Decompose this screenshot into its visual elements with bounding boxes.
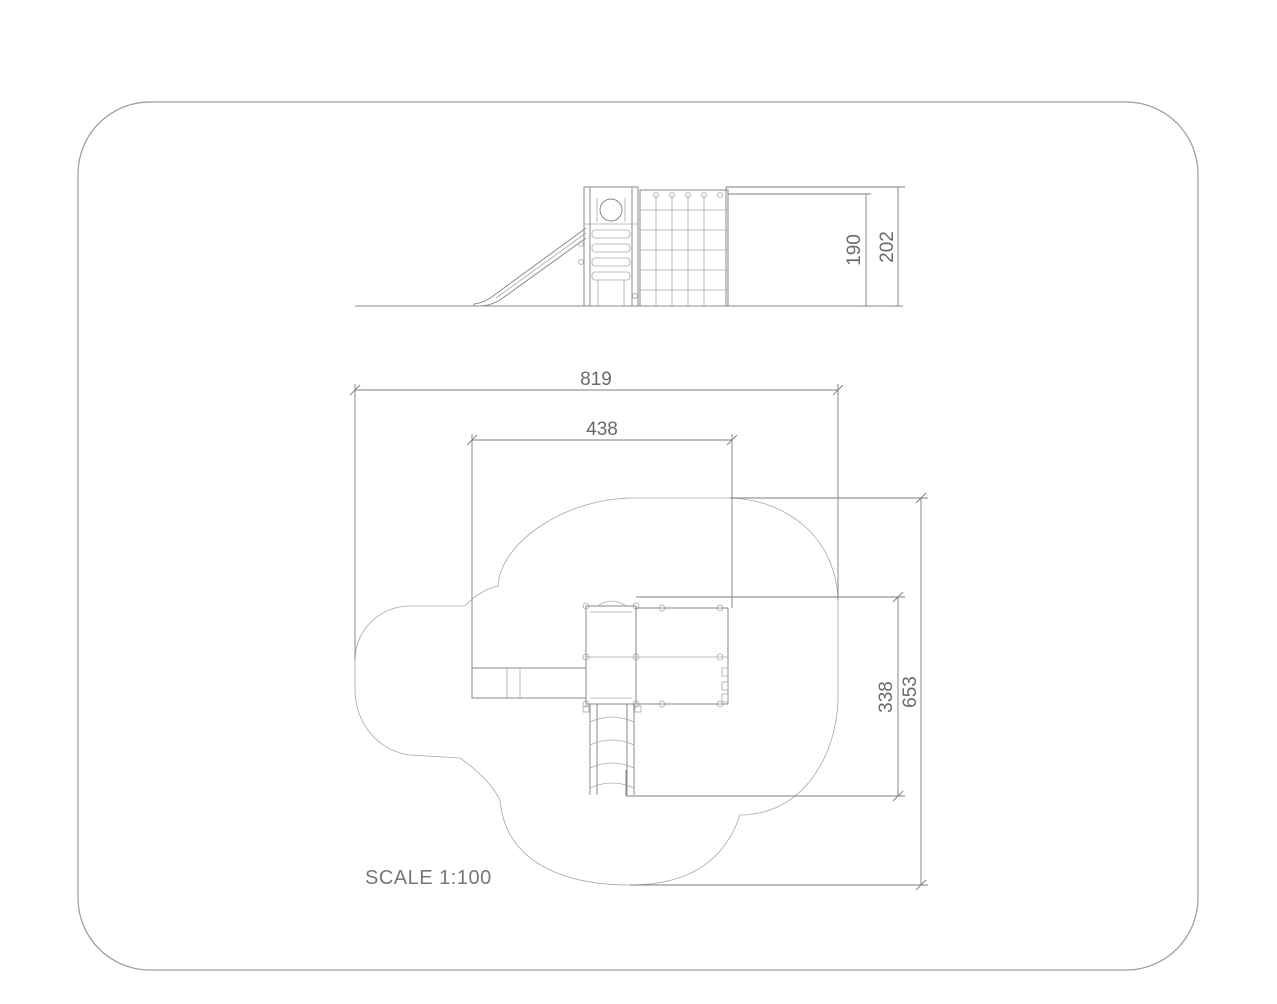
slide-elevation (473, 227, 587, 307)
structure-depth-label: 338 (876, 681, 897, 713)
scale-label: SCALE 1:100 (365, 867, 492, 889)
slide-plan (471, 667, 587, 699)
overall-width-label: 819 (580, 369, 612, 390)
drawing-frame (77, 101, 1199, 971)
overall-depth-label: 653 (900, 676, 921, 708)
overall-depth-dimension: 653 (630, 492, 928, 891)
height-dimensions: 190 202 (726, 186, 905, 307)
tower-elevation (578, 186, 639, 307)
structure-width-dimension: 438 (466, 419, 738, 668)
safety-zone-outline (354, 497, 839, 886)
plan-view: 819 438 338 653 (349, 369, 928, 891)
side-elevation: 190 202 (355, 186, 905, 307)
overall-width-dimension: 819 (349, 369, 844, 660)
ladder-plan (582, 704, 642, 795)
tower-plan (582, 600, 640, 708)
net-module-plan (635, 604, 729, 708)
total-height-label: 202 (877, 231, 898, 263)
platform-height-label: 190 (844, 234, 865, 266)
structure-width-label: 438 (586, 419, 618, 440)
structure-depth-dimension: 338 (625, 591, 905, 802)
net-module-elevation (639, 187, 729, 307)
